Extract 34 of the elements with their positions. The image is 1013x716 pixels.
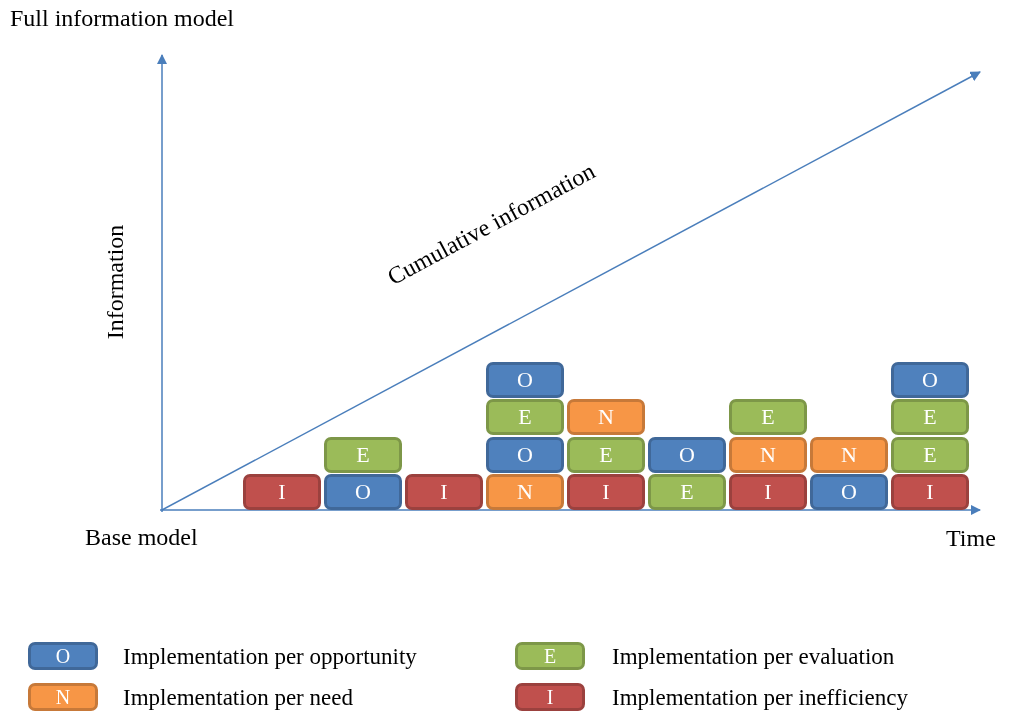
block: E xyxy=(891,399,969,435)
block: O xyxy=(324,474,402,510)
block: E xyxy=(648,474,726,510)
block: O xyxy=(486,436,564,473)
axis-title: Full information model xyxy=(10,6,234,30)
legend-label: Implementation per evaluation xyxy=(612,645,895,668)
block: N xyxy=(486,474,564,510)
legend-swatch: O xyxy=(28,642,98,670)
legend-swatch: I xyxy=(515,683,585,711)
block: I xyxy=(729,474,807,510)
block: O xyxy=(891,361,969,398)
legend-swatch: N xyxy=(28,683,98,711)
block: N xyxy=(567,399,645,435)
legend-label: Implementation per opportunity xyxy=(123,645,417,668)
block: O xyxy=(486,361,564,398)
block: I xyxy=(567,474,645,510)
block: E xyxy=(324,436,402,473)
block: E xyxy=(729,399,807,435)
block: E xyxy=(567,436,645,473)
block: E xyxy=(486,399,564,435)
axis-label: Base model xyxy=(85,525,198,549)
block: E xyxy=(891,436,969,473)
legend-swatch: E xyxy=(515,642,585,670)
legend-label: Implementation per inefficiency xyxy=(612,686,908,709)
block: O xyxy=(810,474,888,510)
block: N xyxy=(810,436,888,473)
block: O xyxy=(648,436,726,473)
block: I xyxy=(405,474,483,510)
axis-title: Information xyxy=(103,224,128,340)
axis-label: Time xyxy=(946,526,996,550)
block: I xyxy=(243,474,321,510)
block: N xyxy=(729,436,807,473)
block: I xyxy=(891,474,969,510)
legend-label: Implementation per need xyxy=(123,686,353,709)
